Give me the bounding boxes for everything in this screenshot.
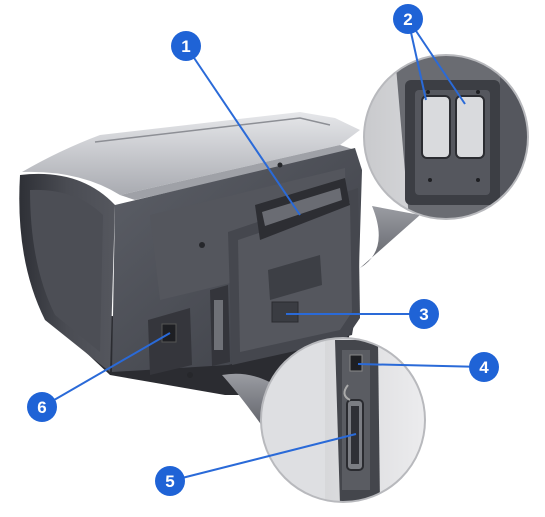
- callout-4-number: 4: [479, 358, 489, 377]
- callout-2-number: 2: [403, 10, 412, 29]
- callout-2: 2: [393, 4, 423, 34]
- callout-3: 3: [409, 299, 439, 329]
- top-magnifier-funnel: [360, 206, 420, 268]
- screw-hole: [278, 163, 283, 168]
- callout-4: 4: [469, 352, 499, 382]
- memory-slot-cover-right: [456, 96, 484, 158]
- usb-port: [350, 355, 362, 371]
- callout-5: 5: [155, 466, 185, 496]
- callout-1-number: 1: [181, 37, 190, 56]
- screw-hole: [199, 242, 205, 248]
- screw-hole: [187, 372, 193, 378]
- callout-5-number: 5: [165, 472, 174, 491]
- rear-access-panel: [272, 302, 298, 322]
- memory-slot-cover-left: [422, 96, 450, 158]
- parallel-port-small: [214, 300, 223, 350]
- callout-1: 1: [171, 31, 201, 61]
- callout-6-number: 6: [37, 398, 46, 417]
- callout-3-number: 3: [419, 305, 428, 324]
- callout-6: 6: [27, 392, 57, 422]
